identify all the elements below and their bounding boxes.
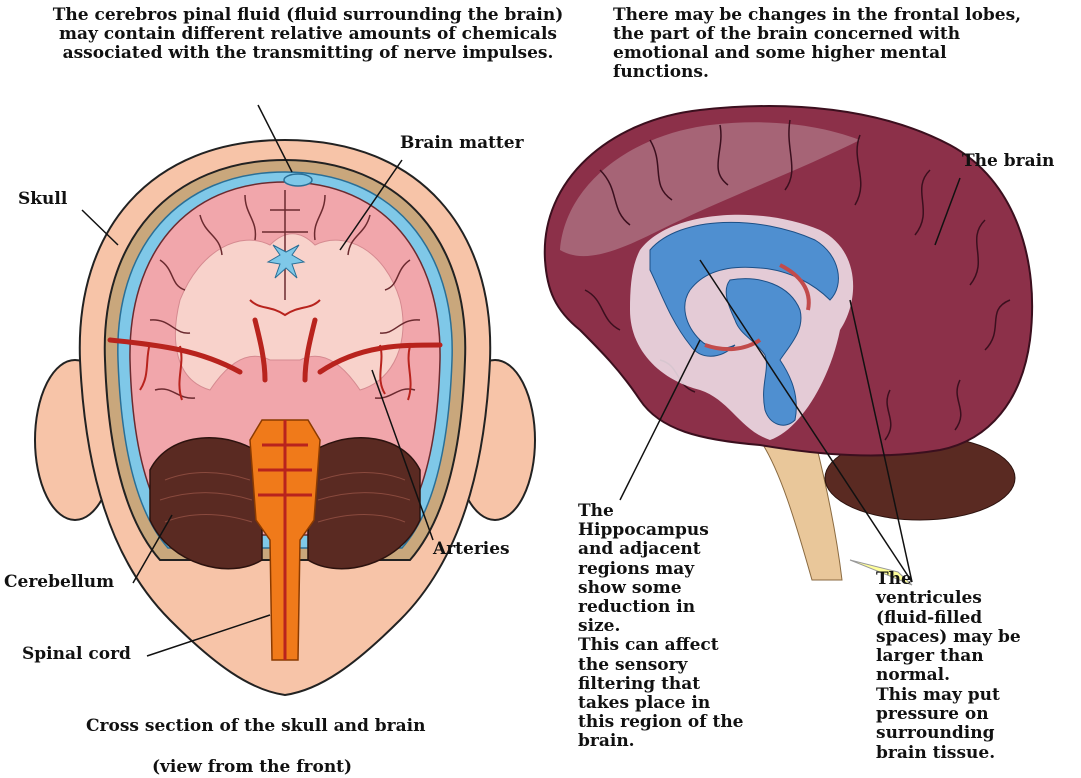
frontal-lobe-note: There may be changes in the frontal lobe… xyxy=(613,6,1078,82)
cross-section-caption: Cross section of the skull and brain xyxy=(86,717,425,736)
label-spinal-cord: Spinal cord xyxy=(22,645,131,664)
label-arteries: Arteries xyxy=(433,540,510,559)
label-skull: Skull xyxy=(18,190,67,209)
cross-section-caption-sub: (view from the front) xyxy=(152,758,352,777)
hippocampus-note: The Hippocampus and adjacent regions may… xyxy=(578,502,828,752)
top-csf-sinus xyxy=(284,174,312,186)
label-the-brain: The brain xyxy=(962,152,1054,171)
label-brain-matter: Brain matter xyxy=(400,134,524,153)
csf-note: The cerebros pinal fluid (fluid surround… xyxy=(8,6,608,63)
label-cerebellum: Cerebellum xyxy=(4,573,114,592)
cross-section-illustration xyxy=(35,105,535,695)
ventricles-note: The ventricules (fluid-filled spaces) ma… xyxy=(876,570,1076,763)
